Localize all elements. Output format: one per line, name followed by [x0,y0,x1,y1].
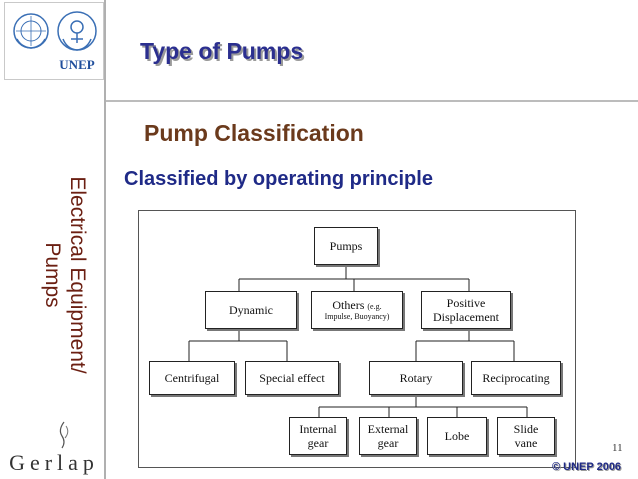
node-special-effect: Special effect [245,361,339,395]
node-others: Others (e.g. Impulse, Buoyancy) [311,291,403,329]
node-pumps: Pumps [314,227,378,265]
node-centrifugal-label: Centrifugal [164,371,220,385]
sidebar: UNEP Electrical Equipment/ Pumps Gerlap [0,0,104,479]
header-rule [106,100,638,102]
node-others-label: Others [332,298,365,312]
node-lobe: Lobe [427,417,487,455]
unep-logo-text: UNEP [59,57,95,72]
slide-subheading: Classified by operating principle [124,168,433,190]
node-special-effect-label: Special effect [259,371,325,385]
classification-diagram: Pumps Dynamic Others (e.g. Impulse, Buoy… [138,210,576,468]
un-emblem-icon [13,13,49,49]
node-reciprocating: Reciprocating [471,361,561,395]
node-reciprocating-label: Reciprocating [482,371,550,385]
flame-icon [59,421,69,449]
page-number: 11 [612,442,623,454]
node-positive-line2: Displacement [433,310,499,324]
slide-subtitle: Pump Classification [144,120,364,146]
node-rotary: Rotary [369,361,463,395]
node-internal-line1: Internal [299,422,337,436]
node-others-line1: Others (e.g. [332,298,381,312]
node-dynamic: Dynamic [205,291,297,329]
node-slide-line2: vane [514,436,538,450]
slide-title: Type of Pumps [140,38,304,64]
node-slide-vane: Slide vane [497,417,555,455]
unep-emblem-icon [57,11,97,51]
connector-lines [188,266,528,417]
node-internal-gear: Internal gear [289,417,347,455]
node-external-line2: gear [377,436,399,450]
node-centrifugal: Centrifugal [149,361,235,395]
copyright-notice: © UNEP 2006 [552,461,622,473]
gerlap-logo: Gerlap [2,420,102,475]
node-rotary-label: Rotary [399,371,433,385]
node-external-gear: External gear [359,417,417,455]
logo-panel: UNEP [4,2,104,80]
node-others-eg: (e.g. [367,302,382,311]
node-positive-line1: Positive [446,296,486,310]
node-dynamic-label: Dynamic [229,303,273,317]
gerlap-logo-text: Gerlap [9,450,99,475]
sidebar-divider [104,0,106,479]
node-others-detail: Impulse, Buoyancy) [324,312,390,321]
node-slide-line1: Slide [513,422,539,436]
node-external-line1: External [367,422,409,436]
node-internal-line2: gear [307,436,329,450]
node-pumps-label: Pumps [329,239,363,253]
section-vertical-title: Electrical Equipment/ Pumps [41,176,89,374]
node-positive-displacement: Positive Displacement [421,291,511,329]
node-lobe-label: Lobe [444,429,470,443]
